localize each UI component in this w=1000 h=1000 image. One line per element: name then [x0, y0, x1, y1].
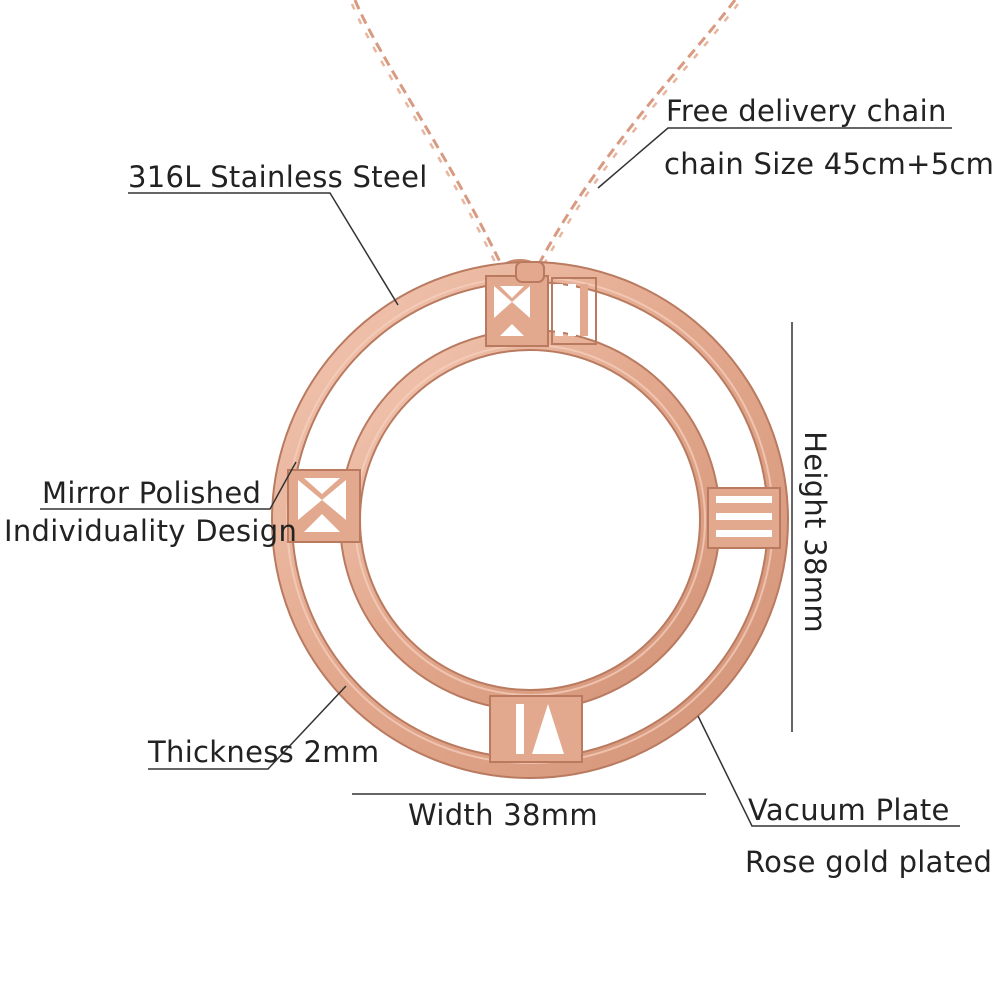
chain-left-strand [350, 0, 502, 267]
design-label: Individuality Design [4, 514, 298, 548]
leader-mirror [40, 461, 297, 510]
numeral-ix [287, 469, 361, 543]
leader-chain [597, 127, 952, 189]
chain-size-label: chain Size 45cm+5cm [664, 147, 995, 181]
leader-plating [697, 715, 960, 827]
annotation-lines [40, 127, 960, 827]
plating-label: Vacuum Plate [748, 793, 950, 827]
pendant [271, 261, 789, 779]
delivery-label: Free delivery chain [666, 94, 947, 128]
finish-label: Mirror Polished [42, 476, 262, 510]
leader-thick [148, 685, 347, 770]
material-label: 316L Stainless Steel [128, 160, 428, 194]
width-label: Width 38mm [408, 798, 598, 832]
numeral-iii [707, 487, 781, 549]
leader-steel [128, 192, 399, 306]
color-label: Rose gold plated [745, 845, 993, 879]
numeral-vi [489, 695, 583, 763]
height-label: Height 38mm [798, 431, 832, 633]
numeral-xii [485, 275, 597, 347]
chain [350, 0, 739, 281]
chain-right-strand [538, 0, 739, 267]
thickness-label: Thickness 2mm [148, 735, 380, 769]
